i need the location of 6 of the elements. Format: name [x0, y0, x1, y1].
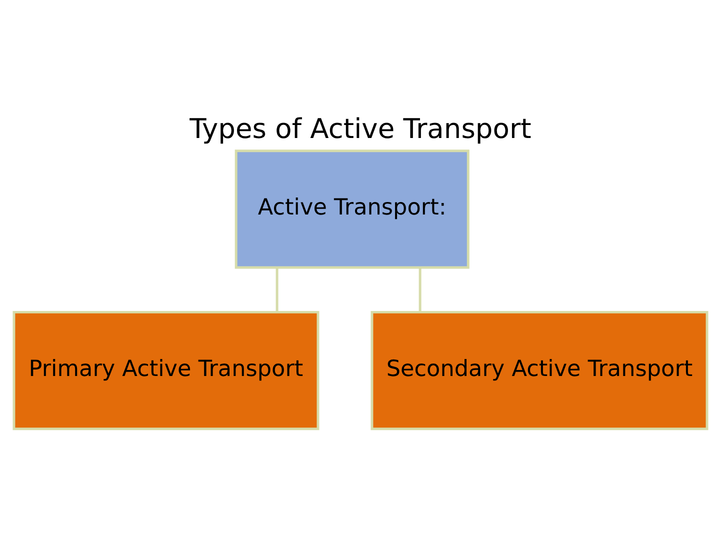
- node-box: Primary Active Transport: [12, 310, 319, 430]
- node-box: Active Transport:: [234, 150, 469, 269]
- connector: [418, 268, 421, 312]
- connector: [275, 268, 278, 312]
- node-box: Secondary Active Transport: [370, 310, 708, 430]
- diagram-title: Types of Active Transport: [189, 114, 531, 145]
